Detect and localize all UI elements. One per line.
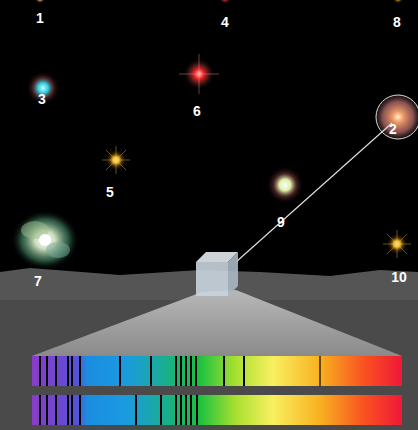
callout-number: 7 (34, 274, 42, 288)
callout-number: 9 (277, 215, 285, 229)
callout-number: 10 (391, 270, 407, 284)
callout-number: 1 (36, 11, 44, 25)
callout-number: 5 (106, 185, 114, 199)
callout-number: 8 (393, 15, 401, 29)
callout-number: 3 (38, 92, 46, 106)
callout-number: 2 (389, 122, 397, 136)
callout-number: 4 (221, 15, 229, 29)
callout-number: 6 (193, 104, 201, 118)
